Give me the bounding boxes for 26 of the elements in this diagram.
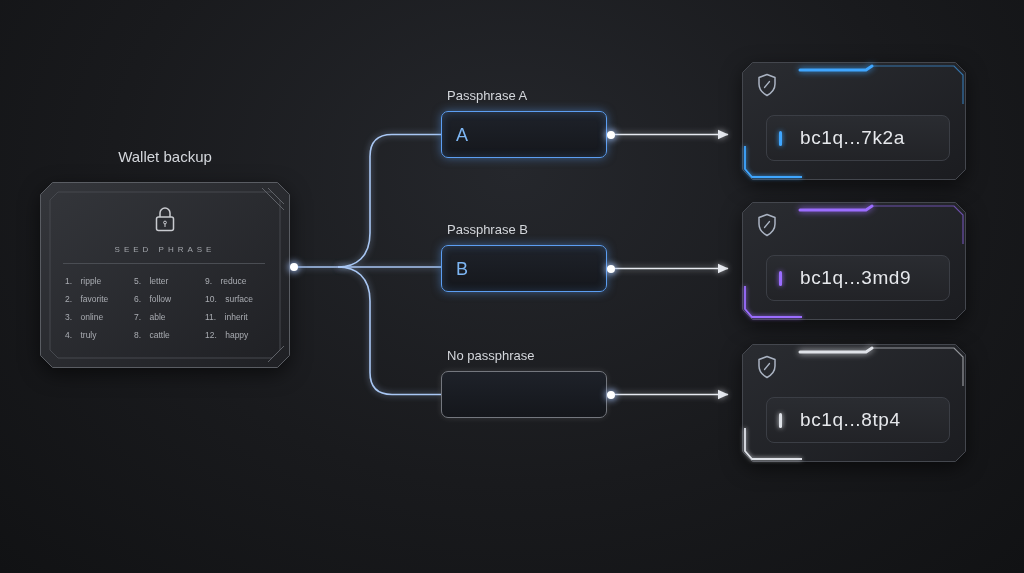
seed-word: 8. cattle [134, 329, 170, 341]
seed-word: 6. follow [134, 293, 172, 305]
seed-word: 4. truly [65, 329, 97, 341]
seed-word: 11. inherit [205, 311, 248, 323]
seed-word: 2. favorite [65, 293, 109, 305]
passphrase-label: Passphrase B [447, 222, 528, 237]
seed-word: 12. happy [205, 329, 249, 341]
address-text: bc1q...7k2a [800, 127, 905, 149]
passphrase-value: B [456, 259, 468, 279]
address-text: bc1q...3md9 [800, 267, 912, 289]
passphrase-label: No passphrase [447, 348, 535, 363]
address-card [742, 62, 966, 180]
seed-word: 9. reduce [205, 275, 247, 287]
connector-line [337, 266, 442, 396]
address-card [742, 344, 966, 462]
seed-word: 1. ripple [65, 275, 102, 287]
passphrase-value: A [456, 125, 468, 145]
seed-word: 5. letter [134, 275, 169, 287]
seed-word: 3. online [65, 311, 104, 323]
section-label: SEED PHRASE [114, 245, 216, 254]
address-text: bc1q...8tp4 [800, 409, 901, 431]
seed-word: 10. surface [205, 293, 254, 305]
passphrase-label: Passphrase A [447, 88, 528, 103]
card-title: Wallet backup [118, 148, 212, 165]
address-card [742, 202, 966, 320]
seed-word: 7. able [134, 311, 166, 323]
